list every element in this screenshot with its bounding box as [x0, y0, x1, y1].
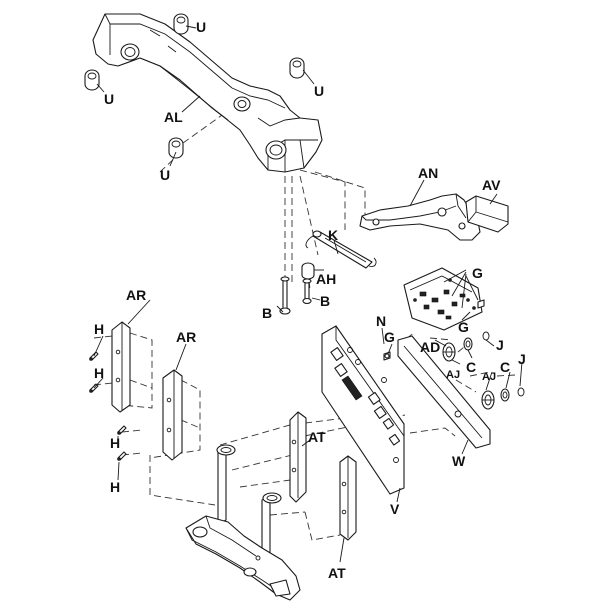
washer-c-2: [500, 388, 510, 402]
label-aj-2: AJ: [482, 371, 496, 383]
small-screws-g: [383, 299, 485, 361]
pedal-arm-an: [359, 193, 481, 241]
label-g-2: G: [458, 319, 469, 335]
label-j-1: J: [496, 337, 504, 353]
label-av: AV: [482, 177, 501, 193]
label-j-2: J: [518, 351, 526, 367]
label-an: AN: [418, 165, 438, 181]
screw-h-3: [117, 425, 127, 435]
spring-k: [305, 230, 377, 269]
ring-j-1: [482, 331, 490, 341]
screw-h-4: [117, 451, 127, 461]
label-ad: AD: [420, 339, 440, 355]
label-ar-2: AR: [176, 329, 196, 345]
label-g-3: G: [384, 329, 395, 345]
bracket-at-2: [339, 455, 357, 541]
screw-h-1: [89, 351, 99, 361]
bracket-ar-2: [162, 369, 183, 461]
label-u-4: U: [160, 167, 170, 183]
label-u-2: U: [104, 91, 114, 107]
label-h-3: H: [110, 435, 120, 451]
pivot-pin-ah: [301, 262, 315, 280]
label-ah: AH: [316, 271, 336, 287]
label-h-1: H: [94, 321, 104, 337]
bolt-b-1: [279, 276, 291, 315]
back-plate-w: [397, 335, 491, 449]
control-panel-v: [321, 325, 405, 495]
label-al: AL: [164, 109, 183, 125]
part-labels: U U U U AL AN AV K AH B B G G G N J J AD…: [94, 19, 526, 581]
label-k: K: [328, 227, 338, 243]
label-c-2: C: [500, 359, 510, 375]
nut-ad: [442, 342, 456, 362]
nut-aj-2: [481, 390, 495, 410]
label-b-2: B: [320, 293, 330, 309]
label-h-4: H: [110, 479, 120, 495]
label-aj-1: AJ: [446, 369, 460, 381]
label-b-1: B: [262, 305, 272, 321]
label-ar-1: AR: [126, 287, 146, 303]
ring-j-2: [517, 387, 525, 397]
label-h-2: H: [94, 365, 104, 381]
main-bracket-al: [92, 13, 323, 173]
bolt-b-2: [302, 278, 312, 305]
bushing-u-4: [168, 137, 184, 159]
bracket-at-1: [289, 411, 307, 503]
label-at-2: AT: [328, 565, 346, 581]
label-w: W: [452, 453, 466, 469]
lower-frame: [185, 444, 301, 601]
label-v: V: [390, 501, 400, 517]
washer-c-1: [463, 337, 473, 351]
label-at-1: AT: [308, 429, 326, 445]
label-c-1: C: [466, 359, 476, 375]
label-u-1: U: [196, 19, 206, 35]
bracket-ar-1: [111, 321, 131, 413]
leader-lines: [93, 25, 523, 563]
label-u-3: U: [314, 83, 324, 99]
bushing-u-2: [84, 69, 100, 91]
label-g-1: G: [472, 265, 483, 281]
bushing-u-1: [173, 13, 189, 35]
pedal-pad-av: [465, 195, 509, 233]
label-n: N: [376, 313, 386, 329]
circuit-board-g: [403, 267, 483, 331]
bushing-u-3: [289, 57, 305, 79]
